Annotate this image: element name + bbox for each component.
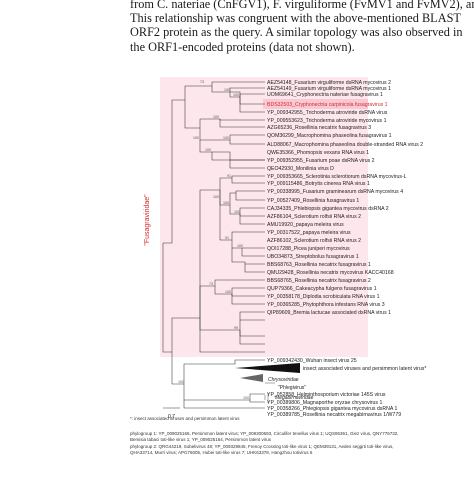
scale-bar-label: 0.7 (168, 414, 175, 420)
tree-leaf-label: YP_00358178_Diplodia scrobiculata RNA vi… (267, 294, 380, 300)
tree-leaf-label: ALD88067_Macrophomina phaseolina double-… (267, 142, 423, 148)
bootstrap-value: 100 (225, 290, 231, 294)
bootstrap-value: 100 (213, 195, 219, 199)
tree-leaf-label: UOM69641_Cryphonectria nateriae fusagrav… (267, 92, 383, 98)
tree-leaf-label: YP_00389785_Rosellinia necatrix megabirn… (267, 412, 401, 418)
tree-leaf-label: YP_00338995_Fusarium graminearum dsRNA m… (267, 189, 403, 195)
tree-leaf-label: YP_00358266_Phlegiopsis gigantea mycovir… (267, 406, 397, 412)
family-label: "Fusagraviridae" (144, 194, 151, 246)
collapsed-clade-chrysoviridae (240, 374, 263, 382)
bootstrap-value: 100 (213, 115, 219, 119)
clade-label-phlegivirus: "Phlegivirus" (278, 385, 306, 391)
bootstrap-value: 100 (193, 136, 199, 140)
collapsed-clade-insect (235, 363, 300, 373)
tree-leaf-label: AZG65236_Rosellinia necatrix fusagraviru… (267, 125, 371, 131)
tree-leaf-label: QIP89609_Bremia lactucae associated dsRN… (267, 310, 391, 316)
tree-leaf-label: YP_009352955_Fusarium poae dsRNA virus 2 (267, 158, 375, 164)
bootstrap-value: 100 (233, 93, 239, 97)
body-text-line: This relationship was congruent with the… (130, 11, 461, 26)
tree-leaf-label: QUP79366_Cakeacypha fulgens fusagravirus… (267, 286, 377, 292)
bootstrap-value: 100 (224, 88, 230, 92)
tree-leaf-label: CAJ34335_Phlebiopsis gigantea mycovirus … (267, 206, 389, 212)
footnote-line: phylogroup 1: YP_009025166, Persimmon la… (130, 430, 399, 436)
fusagraviridae-highlight-box (160, 77, 368, 357)
tree-leaf-label: YP_00389806_Magnaporthe oryzae chrysovir… (267, 400, 382, 406)
body-text-line: from C. nateriae (CnFGV1), F. virgulifor… (130, 0, 474, 11)
bootstrap-value: 100 (178, 380, 184, 384)
bootstrap-value: 100 (223, 136, 229, 140)
bootstrap-value: 100 (237, 244, 243, 248)
tree-leaf-label: YP_009342955_Trichoderma atroviride dsRN… (267, 110, 388, 116)
tree-leaf-label: BBS68765_Rosellinia necatrix fusagraviru… (267, 278, 371, 284)
figure-footnotes: *: insect associated viruses and persimm… (130, 416, 470, 457)
bootstrap-value: 73 (200, 80, 204, 84)
tree-leaf-label: QOI17288_Picea juniperi mycovirus (267, 246, 350, 252)
tree-leaf-label: YP_009553623_Trichoderma atroviride myco… (267, 118, 387, 124)
tree-leaf-label: QOM36299_Macrophomina phaseolina fusagra… (267, 133, 392, 139)
footnote-asterisk: *: insect associated viruses and persimm… (130, 416, 240, 421)
tree-leaf-label: BBS68763_Rosellinia necatrix fusagraviru… (267, 262, 371, 268)
tree-branches (162, 81, 265, 409)
body-text-line: the ORF1-encoded proteins (data not show… (130, 39, 355, 54)
bootstrap-value: 99 (234, 326, 238, 330)
clade-brackets (264, 382, 275, 403)
tree-leaf-label: AZF86104_Sclerotium rolfsii RNA virus 2 (267, 214, 361, 220)
tree-leaf-label: AZF86102_Sclerotium rolfsii RNA virus 2 (267, 238, 361, 244)
leaf-labels: AEZ54148_Fusarium virguliforme dsRNA myc… (267, 80, 426, 418)
bootstrap-value: 100 (234, 210, 240, 214)
footnote-line: phylogroup 2: QRG44219, Sobelivirus 48; … (130, 443, 394, 449)
tree-leaf-label: insect associated viruses and persimmon … (303, 366, 426, 372)
bootstrap-value: 100 (243, 396, 249, 400)
tree-leaf-label: AMU19920_papaya meleira virus (267, 222, 344, 228)
tree-leaf-label: YP_009342430_Wuhan insect virus 25 (267, 358, 357, 364)
tree-leaf-label: QEO42930_Monilinia virus D (267, 166, 334, 172)
footnote-line: QHA33714, Murri virus; APG76005, Hubei t… (130, 450, 313, 455)
bootstrap-value: 91 (225, 236, 229, 240)
tree-leaf-label: QMU29428_Rosellinia necatrix mycovirus K… (267, 270, 394, 276)
tree-leaf-label: YP_00527409_Rosellinia fusagravirus 1 (267, 198, 359, 204)
body-text-paragraph: from C. nateriae (CnFGV1), F. virgulifor… (130, 0, 474, 54)
tree-leaf-label: YP_052858_Helminthosporium victoriae 145… (267, 392, 386, 398)
tree-leaf-label: YP_00317522_papaya meleira virus (267, 230, 351, 236)
bootstrap-values: 73 100 100 100 100 100 100 91 100 100 10… (178, 80, 249, 400)
clade-label-megabirnaviridae: Megabirnaviridae (275, 395, 314, 401)
bootstrap-value: 73 (209, 282, 213, 286)
bootstrap-value: 100 (223, 201, 229, 205)
tree-leaf-label: AEZ54149_Fusarium virguliforme dsRNA myc… (267, 86, 391, 92)
tree-leaf-label: BDS32503_Cryphonectria carpinicola fusag… (267, 102, 388, 108)
tree-leaf-label: QWE35366_Phomopsis vexans RNA virus 1 (267, 150, 369, 156)
highlighted-leaf-box (263, 99, 368, 109)
body-text-line: ORF2 protein as the query. A similar top… (130, 25, 463, 40)
clade-label-chrysoviridae: Chrysoviridae (268, 377, 299, 383)
tree-leaf-label: YP_009115486_Botrytis cinerea RNA virus … (267, 181, 370, 187)
tree-leaf-label: AEZ54148_Fusarium virguliforme dsRNA myc… (267, 80, 391, 86)
tree-leaf-label: YP_009353665_Sclerotinia sclerotiorum ds… (267, 174, 407, 180)
tree-leaf-label: YP_00365285_Phytophthora infestans RNA v… (267, 302, 385, 308)
bootstrap-value: 100 (205, 148, 211, 152)
tree-leaf-label: UBO34873_Streptobolus fusagravirus 1 (267, 254, 359, 260)
footnote-line: Bemisia tabaci toti-like virus 1; YP_009… (130, 437, 271, 442)
bootstrap-value: 91 (227, 174, 231, 178)
